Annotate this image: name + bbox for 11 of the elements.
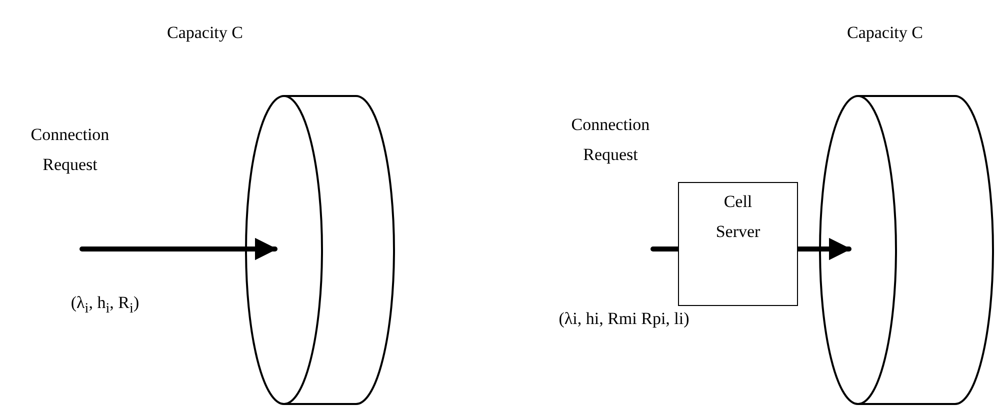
capacity-label: Capacity C: [166, 22, 244, 44]
box-label: Cell Server: [714, 191, 762, 243]
connector-line: [650, 246, 680, 252]
cylinder-shape: [246, 95, 394, 408]
input-label: Connection Request: [570, 114, 651, 166]
capacity-label: Capacity C: [846, 22, 924, 44]
parameter-label: (λi, hi, Rmi Rpi, li): [558, 308, 690, 330]
arrow: [80, 238, 278, 260]
server-box: [678, 182, 798, 306]
input-label: Connection Request: [30, 124, 110, 176]
parameter-label: (λ$_{i}$, h$_{i}$, R$_{i}$): [70, 292, 140, 318]
